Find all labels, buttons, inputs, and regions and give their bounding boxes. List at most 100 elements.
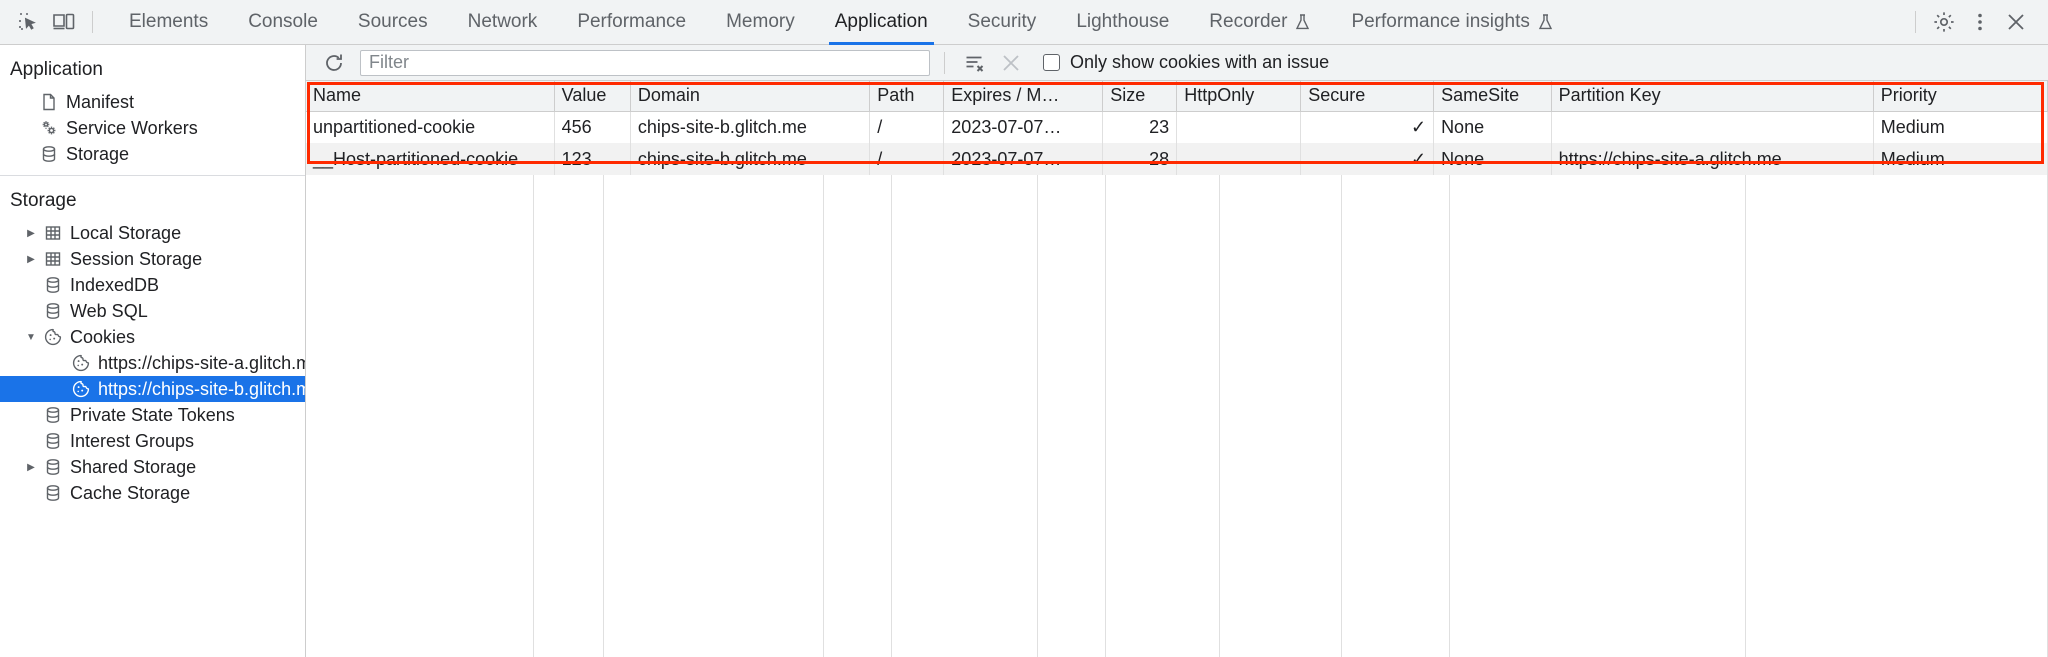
clear-filtered-cookies-icon[interactable]: [959, 48, 991, 78]
column-header-value[interactable]: Value: [554, 81, 631, 112]
sidebar-item-web-sql[interactable]: Web SQL: [0, 298, 305, 324]
toolbar-right-group: [1905, 6, 2034, 38]
cell-priority: Medium: [1873, 143, 2048, 175]
sidebar-item-label: Cookies: [70, 326, 136, 347]
sidebar-item-storage[interactable]: Storage: [0, 141, 305, 167]
sidebar-item-cache-storage[interactable]: Cache Storage: [0, 480, 305, 506]
tab-lighthouse[interactable]: Lighthouse: [1056, 0, 1189, 45]
inspect-element-icon[interactable]: [10, 6, 46, 38]
checkbox-box[interactable]: [1043, 54, 1060, 71]
tab-console[interactable]: Console: [228, 0, 338, 45]
filter-toolbar-divider: [944, 51, 945, 74]
grid-column-guide: [1746, 175, 2048, 657]
tab-application[interactable]: Application: [815, 0, 948, 45]
tab-label: Console: [248, 11, 318, 32]
column-header-path[interactable]: Path: [869, 81, 945, 112]
chevron-right-icon[interactable]: [22, 462, 40, 473]
document-icon: [36, 92, 62, 112]
sidebar-item-shared-storage[interactable]: Shared Storage: [0, 454, 305, 480]
cell-name: __Host-partitioned-cookie: [306, 143, 555, 175]
chevron-right-icon[interactable]: [22, 228, 40, 239]
sidebar-item-label: https://chips-site-b.glitch.me: [98, 378, 306, 399]
column-header-size[interactable]: Size: [1102, 81, 1178, 112]
cell-samesite: None: [1433, 111, 1552, 143]
close-icon[interactable]: [1998, 6, 2034, 38]
column-header-httponly[interactable]: HttpOnly: [1176, 81, 1302, 112]
sidebar-item-cookies[interactable]: Cookies: [0, 324, 305, 350]
cell-value: 123: [554, 143, 631, 175]
tab-label: Security: [967, 11, 1037, 32]
cell-path: /: [869, 143, 945, 175]
tab-recorder[interactable]: Recorder: [1189, 0, 1331, 45]
tab-elements[interactable]: Elements: [109, 0, 228, 45]
cell-path: /: [869, 111, 945, 143]
chevron-right-icon[interactable]: [22, 254, 40, 265]
tab-memory[interactable]: Memory: [706, 0, 815, 45]
experiment-flask-icon: [1537, 13, 1554, 31]
sidebar-item-label: IndexedDB: [70, 274, 160, 295]
grid-column-guide: [534, 175, 604, 657]
device-toolbar-icon[interactable]: [46, 6, 82, 38]
refresh-icon[interactable]: [318, 48, 350, 78]
cell-expires: 2023-07-07…: [943, 143, 1104, 175]
sidebar-item-https-chips-site-b-glitch-me[interactable]: https://chips-site-b.glitch.me: [0, 376, 305, 402]
sidebar-item-local-storage[interactable]: Local Storage: [0, 220, 305, 246]
experiment-flask-icon: [1294, 13, 1311, 31]
gear-icon[interactable]: [1926, 6, 1962, 38]
sidebar-section-title: Storage: [10, 190, 77, 211]
table-icon: [40, 223, 66, 243]
cell-httponly: [1176, 143, 1302, 175]
cell-expires: 2023-07-07…: [943, 111, 1104, 143]
clear-all-cookies-icon[interactable]: [995, 48, 1027, 78]
tab-network[interactable]: Network: [448, 0, 558, 45]
cookie-icon: [68, 353, 94, 373]
cell-value: 456: [554, 111, 631, 143]
sidebar-item-service-workers[interactable]: Service Workers: [0, 115, 305, 141]
sidebar-section-title: Application: [10, 59, 103, 80]
grid-column-guide: [1450, 175, 1746, 657]
sidebar-item-private-state-tokens[interactable]: Private State Tokens: [0, 402, 305, 428]
sidebar-item-manifest[interactable]: Manifest: [0, 89, 305, 115]
cell-samesite: None: [1433, 143, 1552, 175]
filter-input[interactable]: Filter: [360, 49, 930, 76]
column-header-secure[interactable]: Secure: [1300, 81, 1435, 112]
toolbar-divider: [92, 11, 93, 33]
tab-sources[interactable]: Sources: [338, 0, 448, 45]
grid-column-guide: [604, 175, 824, 657]
column-header-samesite[interactable]: SameSite: [1433, 81, 1552, 112]
tab-label: Memory: [726, 11, 795, 32]
tab-label: Performance: [577, 11, 687, 32]
column-header-name[interactable]: Name: [306, 81, 555, 112]
tab-label: Performance insights: [1351, 11, 1530, 32]
sidebar-item-interest-groups[interactable]: Interest Groups: [0, 428, 305, 454]
tab-label: Lighthouse: [1076, 11, 1170, 32]
tab-label: Elements: [129, 11, 209, 32]
toolbar-divider-right: [1915, 11, 1916, 33]
sidebar-item-label: Local Storage: [70, 222, 182, 243]
tab-performance-insights[interactable]: Performance insights: [1331, 0, 1573, 45]
database-icon: [40, 483, 66, 503]
column-header-expires[interactable]: Expires / M…: [943, 81, 1104, 112]
column-header-domain[interactable]: Domain: [630, 81, 871, 112]
sidebar-item-session-storage[interactable]: Session Storage: [0, 246, 305, 272]
sidebar-item-label: Session Storage: [70, 248, 203, 269]
tab-performance[interactable]: Performance: [557, 0, 706, 45]
more-options-icon[interactable]: [1962, 6, 1998, 38]
tab-label: Application: [834, 11, 928, 32]
column-header-partition[interactable]: Partition Key: [1551, 81, 1874, 112]
grid-column-guide: [1220, 175, 1342, 657]
column-header-priority[interactable]: Priority: [1873, 81, 2048, 112]
only-show-issues-checkbox[interactable]: Only show cookies with an issue: [1043, 52, 1329, 73]
sidebar-item-indexeddb[interactable]: IndexedDB: [0, 272, 305, 298]
chevron-down-icon[interactable]: [22, 332, 40, 343]
cell-domain: chips-site-b.glitch.me: [630, 143, 871, 175]
sidebar-item-https-chips-site-a-glitch-me[interactable]: https://chips-site-a.glitch.me: [0, 350, 305, 376]
tab-security[interactable]: Security: [948, 0, 1057, 45]
